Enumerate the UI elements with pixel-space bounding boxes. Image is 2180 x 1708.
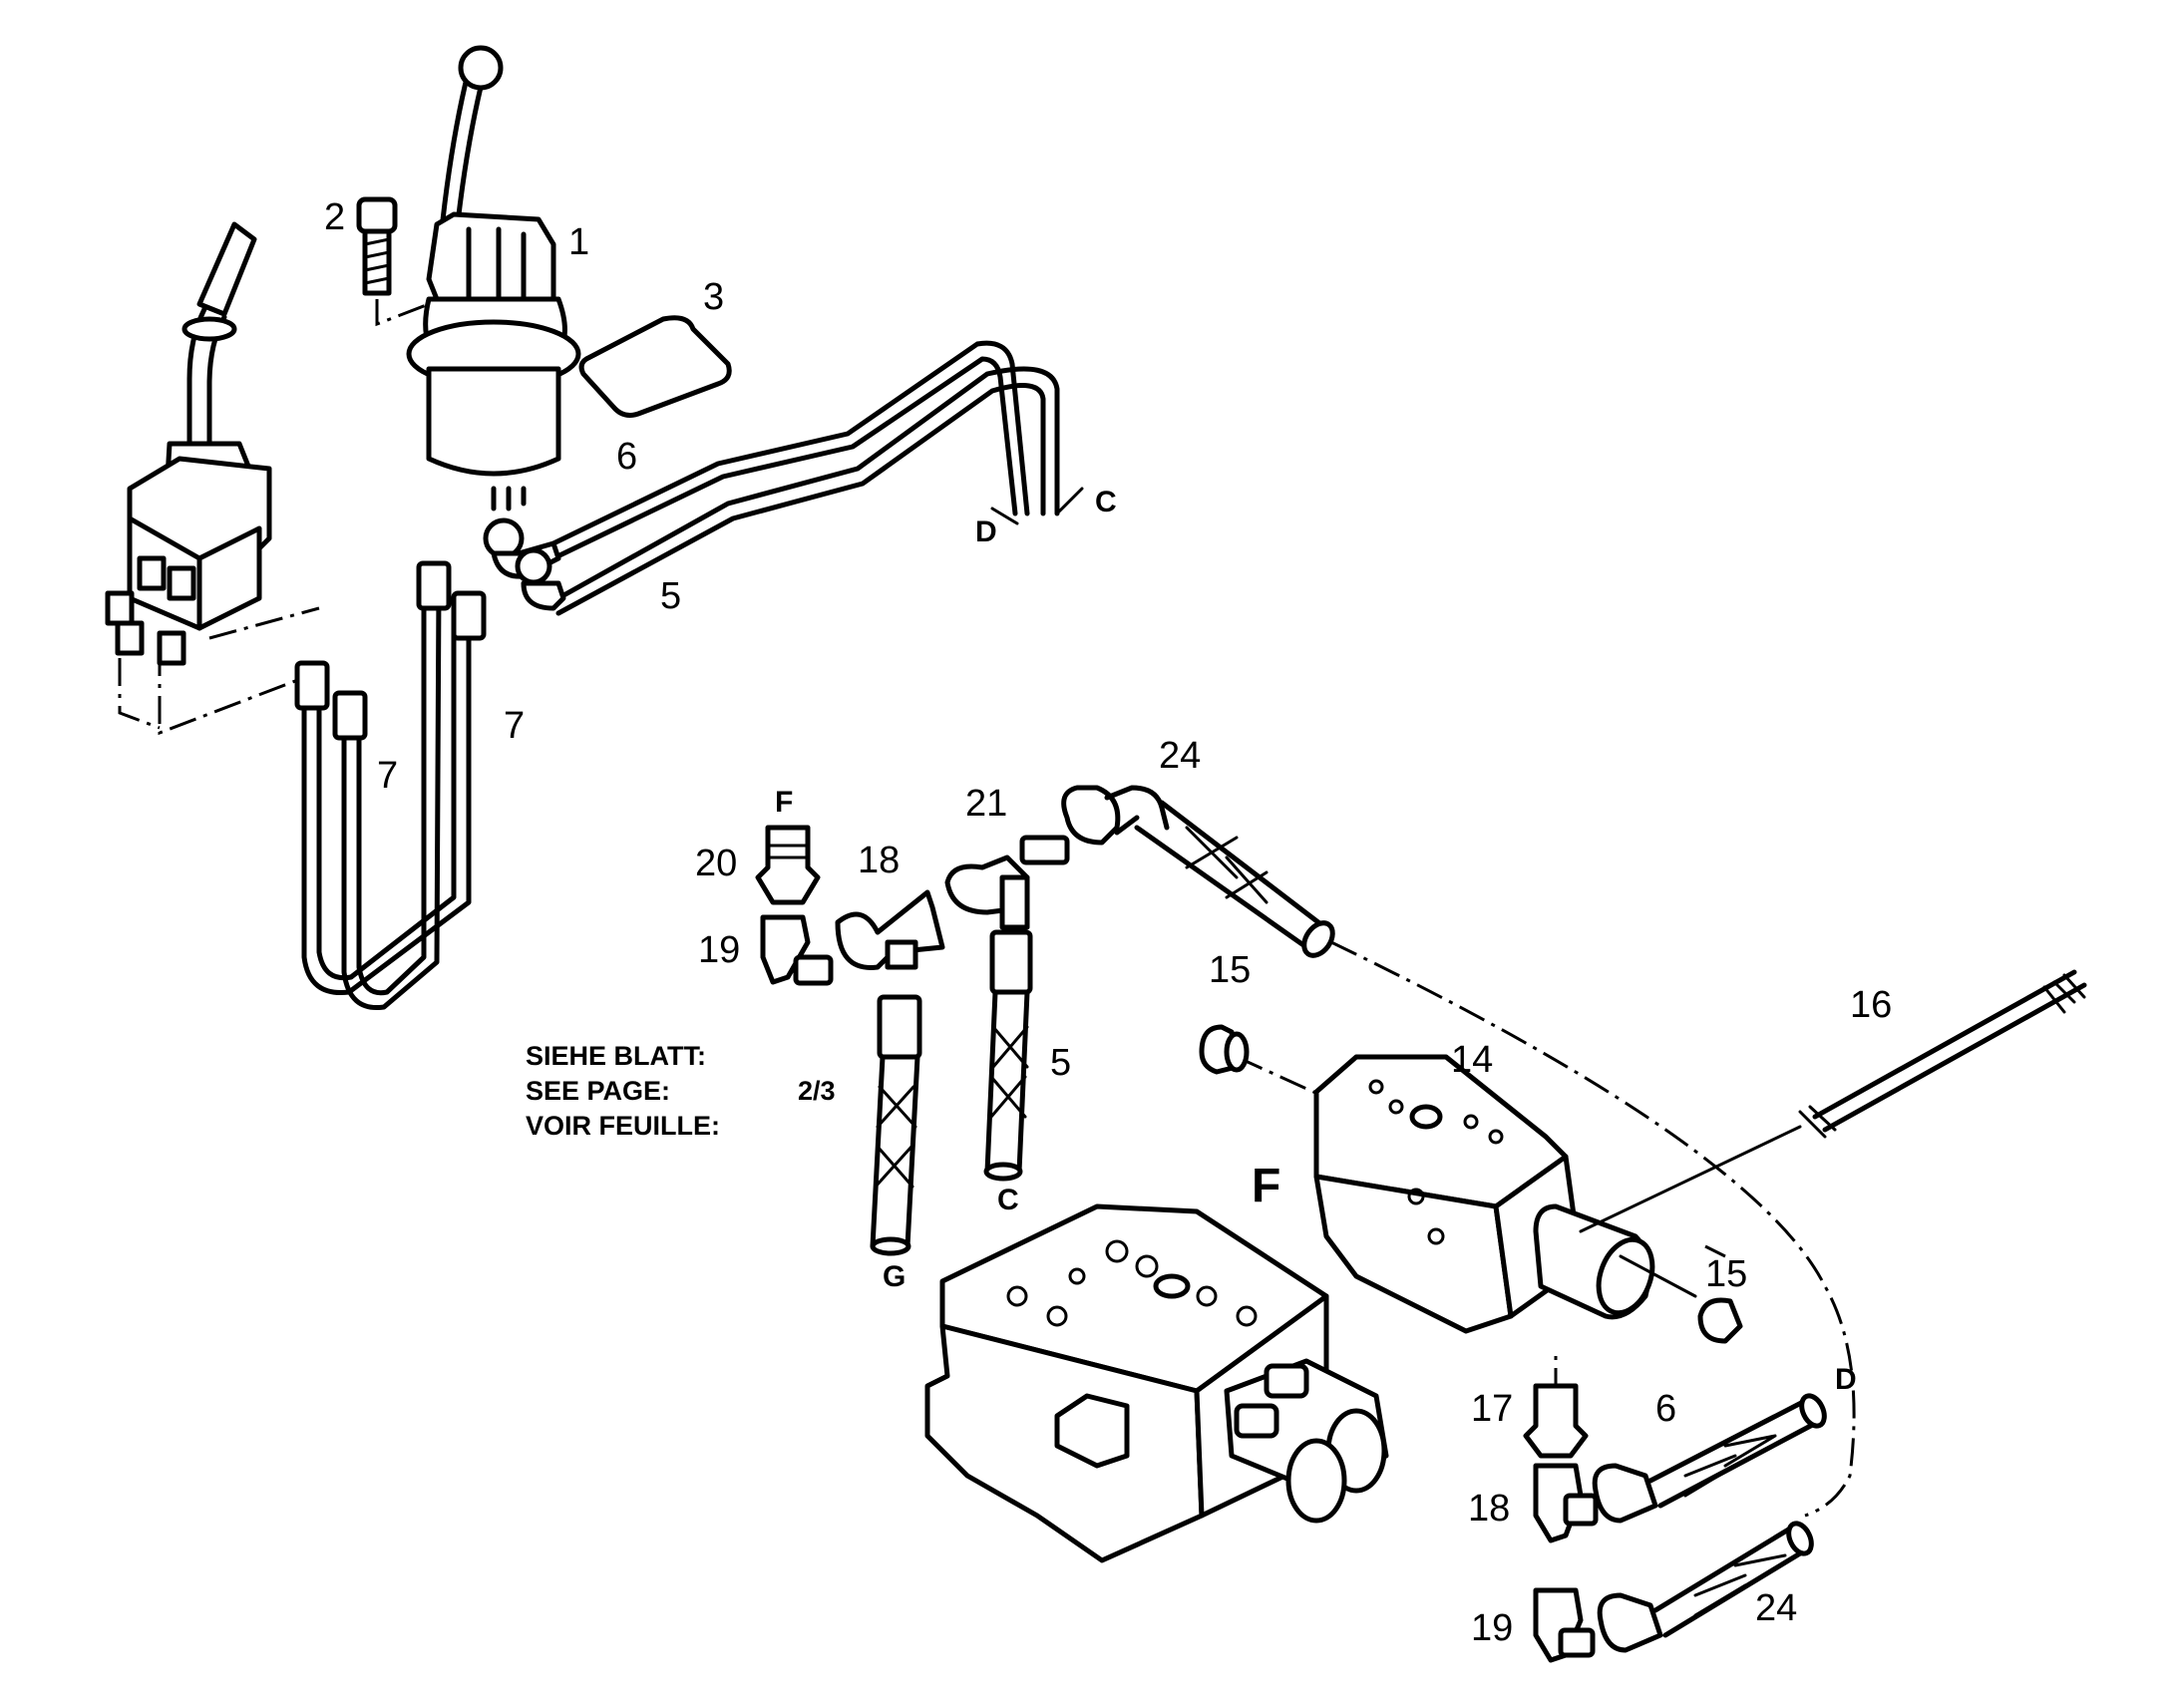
callout-19: 19	[1471, 1607, 1513, 1649]
callout-24: 24	[1755, 1587, 1797, 1629]
note-page-ref: 2/3	[798, 1076, 836, 1106]
callout-5: 5	[660, 575, 681, 617]
valve-section	[1313, 1054, 1802, 1334]
connection-letter-d: D	[975, 515, 997, 548]
note-line-french: VOIR FEUILLE:	[526, 1111, 720, 1141]
main-control-valve	[924, 1203, 1389, 1563]
middle-fittings	[755, 825, 1070, 986]
connection-letter-d: D	[1835, 1363, 1857, 1396]
callout-7: 7	[504, 705, 525, 747]
callout-14: 14	[1451, 1039, 1493, 1081]
plug	[1697, 1297, 1743, 1344]
callout-18: 18	[858, 840, 900, 881]
hoses-7	[294, 560, 487, 1011]
callout-20: 20	[695, 843, 737, 884]
callout-18: 18	[1468, 1488, 1510, 1530]
screw	[356, 196, 430, 327]
connection-letter-f-block: F	[1252, 1160, 1280, 1212]
see-page-note: SIEHE BLATT: SEE PAGE: VOIR FEUILLE: 2/3	[526, 1041, 836, 1141]
callout-5: 5	[1050, 1042, 1071, 1084]
callout-24: 24	[1159, 735, 1201, 777]
pilot-control-valve	[406, 45, 581, 512]
callout-16: 16	[1850, 984, 1892, 1026]
callout-15: 15	[1209, 949, 1251, 991]
joystick-control-valve	[105, 221, 330, 736]
connection-letter-f: F	[775, 786, 793, 819]
callout-19: 19	[698, 929, 740, 971]
connection-letter-g: G	[883, 1260, 906, 1293]
hose-24-top	[1061, 785, 1335, 958]
callout-7: 7	[377, 755, 398, 797]
connection-letter-c: C	[997, 1184, 1019, 1216]
callout-2: 2	[324, 196, 345, 238]
gasket	[578, 315, 732, 418]
callout-3: 3	[703, 276, 724, 318]
callout-6: 6	[1655, 1388, 1676, 1430]
callout-15: 15	[1705, 1253, 1747, 1295]
note-line-german: SIEHE BLATT:	[526, 1041, 706, 1071]
callout-1: 1	[568, 221, 589, 263]
connection-letter-c: C	[1095, 486, 1117, 518]
callout-6: 6	[616, 436, 637, 478]
tie-rod	[1798, 969, 2087, 1139]
callout-17: 17	[1471, 1388, 1513, 1430]
plug	[1199, 1024, 1250, 1075]
note-line-english: SEE PAGE:	[526, 1076, 670, 1106]
top-pilot-hoses	[483, 340, 1084, 616]
lower-right-fittings	[1523, 1383, 1827, 1663]
hoses-g-c	[870, 929, 1033, 1256]
callout-21: 21	[965, 783, 1007, 825]
